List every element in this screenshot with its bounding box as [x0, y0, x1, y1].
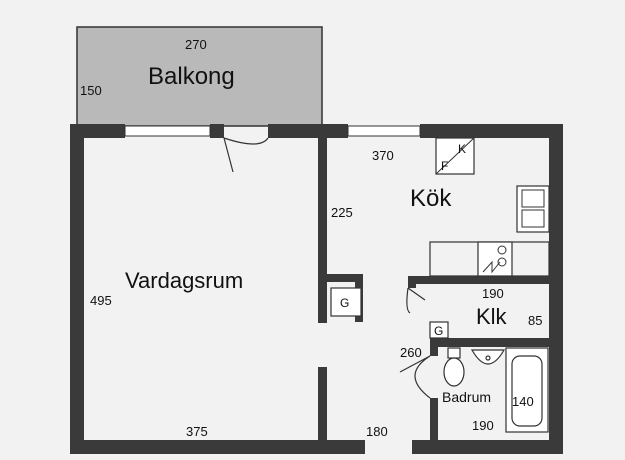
dim-badkar-length: 140: [512, 394, 534, 409]
dim-badrum-width: 190: [472, 418, 494, 433]
balcony-area: [76, 26, 323, 127]
toilet-tank: [447, 347, 461, 359]
room-vardagsrum: Vardagsrum: [125, 268, 243, 293]
dim-balkong-depth: 150: [80, 83, 102, 98]
stove-icon: [477, 241, 513, 277]
doors: [223, 137, 431, 399]
dim-klk-depth: 85: [528, 313, 542, 328]
dim-badrum-depth: 260: [400, 345, 422, 360]
toilet-icon: [443, 357, 465, 387]
room-badrum: Badrum: [442, 389, 491, 405]
room-klk: Klk: [476, 304, 508, 329]
dim-kok-width: 370: [372, 148, 394, 163]
label-wardrobe-living: G: [340, 296, 349, 310]
interior-walls: [318, 138, 556, 444]
dim-vardagsrum-width: 375: [186, 424, 208, 439]
label-freezer: F: [441, 159, 448, 173]
bathroom-fixtures: [443, 347, 549, 433]
dim-hall-width: 180: [366, 424, 388, 439]
kitchen-fixtures: [429, 137, 550, 277]
label-fridge: K: [458, 142, 466, 156]
dim-balkong-width: 270: [185, 37, 207, 52]
label-wardrobe-hall: G: [434, 324, 443, 338]
dim-klk-width: 190: [482, 286, 504, 301]
windows: [124, 125, 421, 137]
room-kok: Kök: [410, 185, 452, 212]
dim-kok-depth: 225: [331, 205, 353, 220]
dim-vardagsrum-height: 495: [90, 293, 112, 308]
wardrobe-hall: [429, 321, 449, 339]
wardrobe-living: [330, 287, 362, 317]
room-balkong: Balkong: [148, 63, 235, 90]
